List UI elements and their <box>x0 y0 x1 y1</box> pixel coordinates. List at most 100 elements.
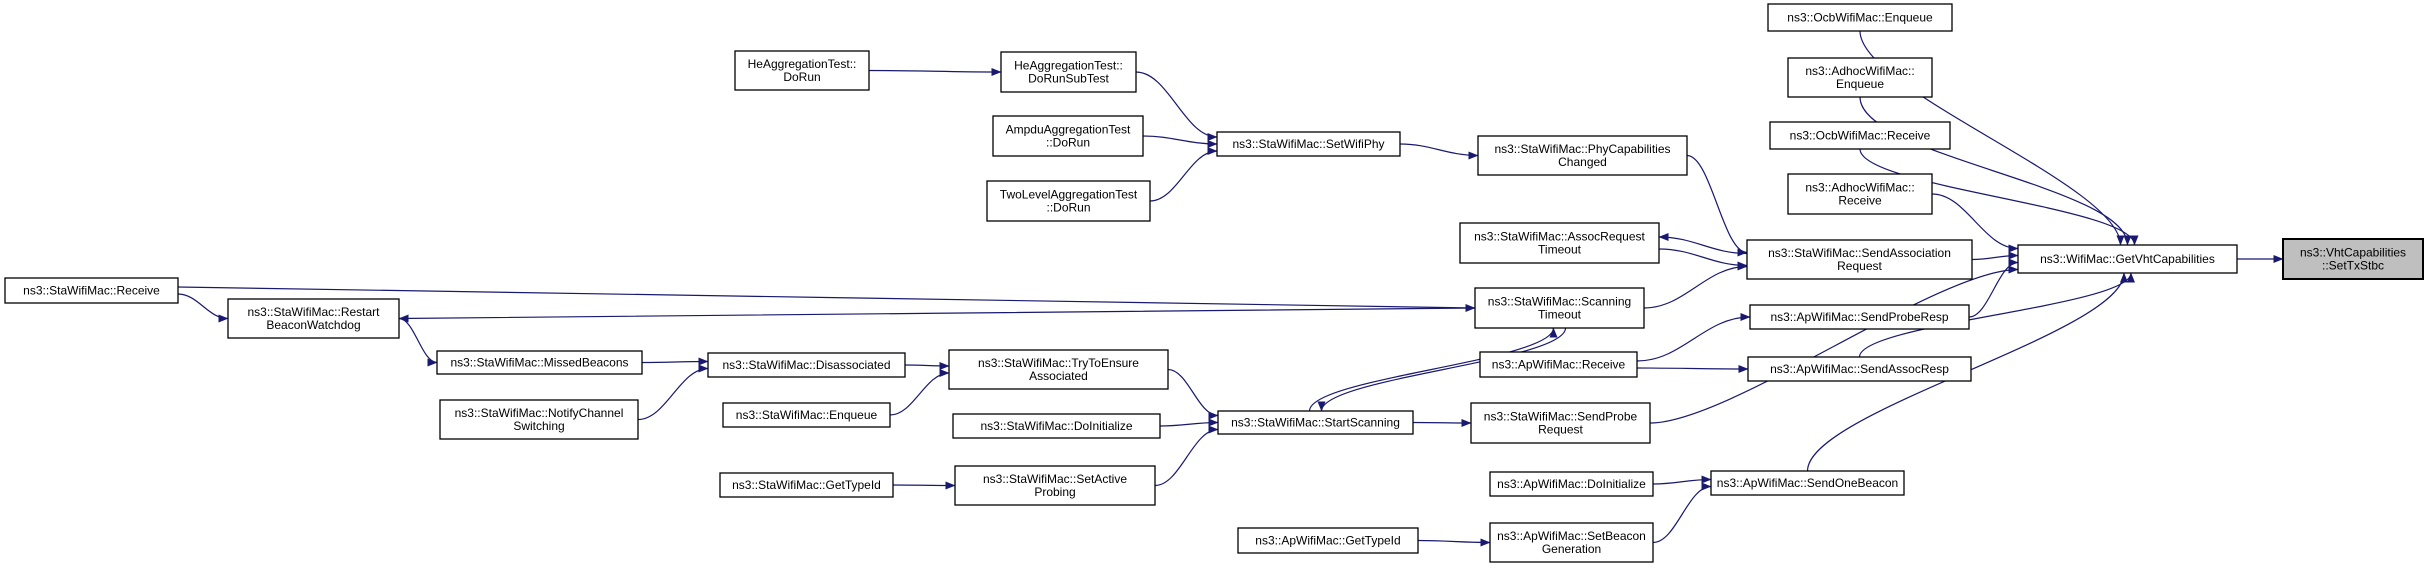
node-label-ocb-enqueue: ns3::OcbWifiMac::Enqueue <box>1787 11 1933 25</box>
node-box-ap-receive[interactable] <box>1479 351 1638 378</box>
node-label-sta-receive: ns3::StaWifiMac::Receive <box>23 284 160 298</box>
node-box-ocb-enqueue[interactable] <box>1767 3 1953 32</box>
node-label-wifimac-getvhtcapabilities: ns3::WifiMac::GetVhtCapabilities <box>2040 252 2215 266</box>
edge-sta-setwifiphy--sta-phycapabilitieschanged <box>1399 143 1479 160</box>
edge-sta-missedbeacons--sta-disassociated <box>641 357 709 366</box>
node-box-ap-setbeacongeneration[interactable] <box>1489 522 1654 563</box>
node-box-sta-receive[interactable] <box>4 277 179 304</box>
node-ocb-receive[interactable]: ns3::OcbWifiMac::Receive <box>1769 121 1951 150</box>
node-label-ap-receive: ns3::ApWifiMac::Receive <box>1492 358 1626 372</box>
edge-sta-sendassociationrequest--wifimac-getvhtcapabilities <box>1971 251 2019 261</box>
node-box-wifimac-getvhtcapabilities[interactable] <box>2017 244 2238 274</box>
node-label-sta-missedbeacons: ns3::StaWifiMac::MissedBeacons <box>450 356 628 370</box>
node-adhoc-receive[interactable]: ns3::AdhocWifiMac::Receive <box>1787 173 1933 215</box>
node-box-adhoc-receive[interactable] <box>1787 173 1933 215</box>
node-sta-startscanning[interactable]: ns3::StaWifiMac::StartScanning <box>1217 410 1414 435</box>
node-label-ap-sendproberesp: ns3::ApWifiMac::SendProbeResp <box>1770 310 1948 324</box>
node-box-he-dorunsubtest[interactable] <box>1000 51 1137 93</box>
node-he-dorun[interactable]: HeAggregationTest::DoRun <box>734 50 870 91</box>
node-label-adhoc-enqueue: ns3::AdhocWifiMac::Enqueue <box>1805 64 1914 91</box>
node-box-he-dorun[interactable] <box>734 50 870 91</box>
node-box-ocb-receive[interactable] <box>1769 121 1951 150</box>
node-sta-receive[interactable]: ns3::StaWifiMac::Receive <box>4 277 179 304</box>
node-adhoc-enqueue[interactable]: ns3::AdhocWifiMac::Enqueue <box>1787 57 1933 98</box>
node-box-sta-sendproberequest[interactable] <box>1470 402 1651 444</box>
node-sta-gettypeid[interactable]: ns3::StaWifiMac::GetTypeId <box>719 472 894 498</box>
node-box-sta-enqueue[interactable] <box>722 402 891 428</box>
edge-adhoc-receive--wifimac-getvhtcapabilities <box>1931 193 2019 253</box>
node-box-sta-assocrequesttimeout[interactable] <box>1459 222 1660 264</box>
node-box-sta-startscanning[interactable] <box>1217 410 1414 435</box>
node-box-twolevel-dorun[interactable] <box>986 180 1151 222</box>
node-wifimac-getvhtcapabilities[interactable]: ns3::WifiMac::GetVhtCapabilities <box>2017 244 2238 274</box>
node-box-sta-phycapabilitieschanged[interactable] <box>1477 135 1688 176</box>
node-box-sta-trytoensureassociated[interactable] <box>948 349 1169 390</box>
edge-sta-scanningtimeout--sta-startscanning <box>1317 327 1567 412</box>
edge-sta-scanningtimeout--sta-restartbeaconwatchdog <box>398 307 1476 323</box>
node-sta-doinitialize[interactable]: ns3::StaWifiMac::DoInitialize <box>952 413 1161 439</box>
node-box-sta-doinitialize[interactable] <box>952 413 1161 439</box>
node-ap-sendproberesp[interactable]: ns3::ApWifiMac::SendProbeResp <box>1749 304 1970 330</box>
node-ap-sendassocresp[interactable]: ns3::ApWifiMac::SendAssocResp <box>1747 356 1972 382</box>
node-sta-setwifiphy[interactable]: ns3::StaWifiMac::SetWifiPhy <box>1216 131 1401 157</box>
edge-ap-gettypeid--ap-setbeacongeneration <box>1417 538 1491 547</box>
node-ampdu-dorun[interactable]: AmpduAggregationTest::DoRun <box>992 115 1144 157</box>
node-box-sta-disassociated[interactable] <box>707 352 906 378</box>
node-box-ap-sendonebeacon[interactable] <box>1710 470 1905 496</box>
node-box-ap-sendassocresp[interactable] <box>1747 356 1972 382</box>
edge-ocb-receive--wifimac-getvhtcapabilities <box>1859 148 2139 246</box>
edge-ap-setbeacongeneration--ap-sendonebeacon <box>1652 482 1712 544</box>
node-label-ap-gettypeid: ns3::ApWifiMac::GetTypeId <box>1255 534 1400 548</box>
node-box-ap-sendproberesp[interactable] <box>1749 304 1970 330</box>
edge-sta-enqueue--sta-trytoensureassociated <box>889 369 950 416</box>
edge-sta-restartbeaconwatchdog--sta-missedbeacons <box>398 317 438 367</box>
node-box-adhoc-enqueue[interactable] <box>1787 57 1933 98</box>
edge-sta-startscanning--sta-scanningtimeout <box>1308 327 1558 412</box>
node-box-sta-restartbeaconwatchdog[interactable] <box>227 298 400 339</box>
node-ap-sendonebeacon[interactable]: ns3::ApWifiMac::SendOneBeacon <box>1710 470 1905 496</box>
edge-ampdu-dorun--sta-setwifiphy <box>1142 135 1218 148</box>
node-vht-settxstbc: ns3::VhtCapabilities::SetTxStbc <box>2282 238 2424 280</box>
node-ap-doinitialize[interactable]: ns3::ApWifiMac::DoInitialize <box>1489 471 1654 497</box>
node-box-ampdu-dorun[interactable] <box>992 115 1144 157</box>
edge-sta-sendproberequest--wifimac-getvhtcapabilities <box>1649 265 2019 424</box>
node-he-dorunsubtest[interactable]: HeAggregationTest::DoRunSubTest <box>1000 51 1137 93</box>
edge-ap-sendproberesp--wifimac-getvhtcapabilities <box>1968 258 2019 318</box>
node-sta-missedbeacons[interactable]: ns3::StaWifiMac::MissedBeacons <box>436 350 643 375</box>
node-sta-enqueue[interactable]: ns3::StaWifiMac::Enqueue <box>722 402 891 428</box>
node-box-sta-sendassociationrequest[interactable] <box>1746 239 1973 280</box>
node-box-sta-gettypeid[interactable] <box>719 472 894 498</box>
node-twolevel-dorun[interactable]: TwoLevelAggregationTest::DoRun <box>986 180 1151 222</box>
edge-sta-startscanning--sta-sendproberequest <box>1412 418 1472 427</box>
node-box-ap-doinitialize[interactable] <box>1489 471 1654 497</box>
node-ocb-enqueue[interactable]: ns3::OcbWifiMac::Enqueue <box>1767 3 1953 32</box>
edge-sta-phycapabilitieschanged--sta-sendassociationrequest <box>1686 154 1748 257</box>
edge-ap-receive--ap-sendassocresp <box>1636 364 1749 373</box>
node-box-ap-gettypeid[interactable] <box>1237 527 1419 554</box>
node-ap-gettypeid[interactable]: ns3::ApWifiMac::GetTypeId <box>1237 527 1419 554</box>
node-box-sta-notifychannelswitching[interactable] <box>439 399 639 440</box>
node-ap-receive[interactable]: ns3::ApWifiMac::Receive <box>1479 351 1638 378</box>
node-box-sta-setactiveprobing[interactable] <box>954 465 1156 506</box>
node-sta-disassociated[interactable]: ns3::StaWifiMac::Disassociated <box>707 352 906 378</box>
node-box-sta-missedbeacons[interactable] <box>436 350 643 375</box>
edge-he-dorunsubtest--sta-setwifiphy <box>1135 71 1218 141</box>
node-box-sta-scanningtimeout[interactable] <box>1474 287 1645 329</box>
node-box-sta-setwifiphy[interactable] <box>1216 131 1401 157</box>
edge-sta-receive--sta-scanningtimeout <box>177 286 1476 312</box>
